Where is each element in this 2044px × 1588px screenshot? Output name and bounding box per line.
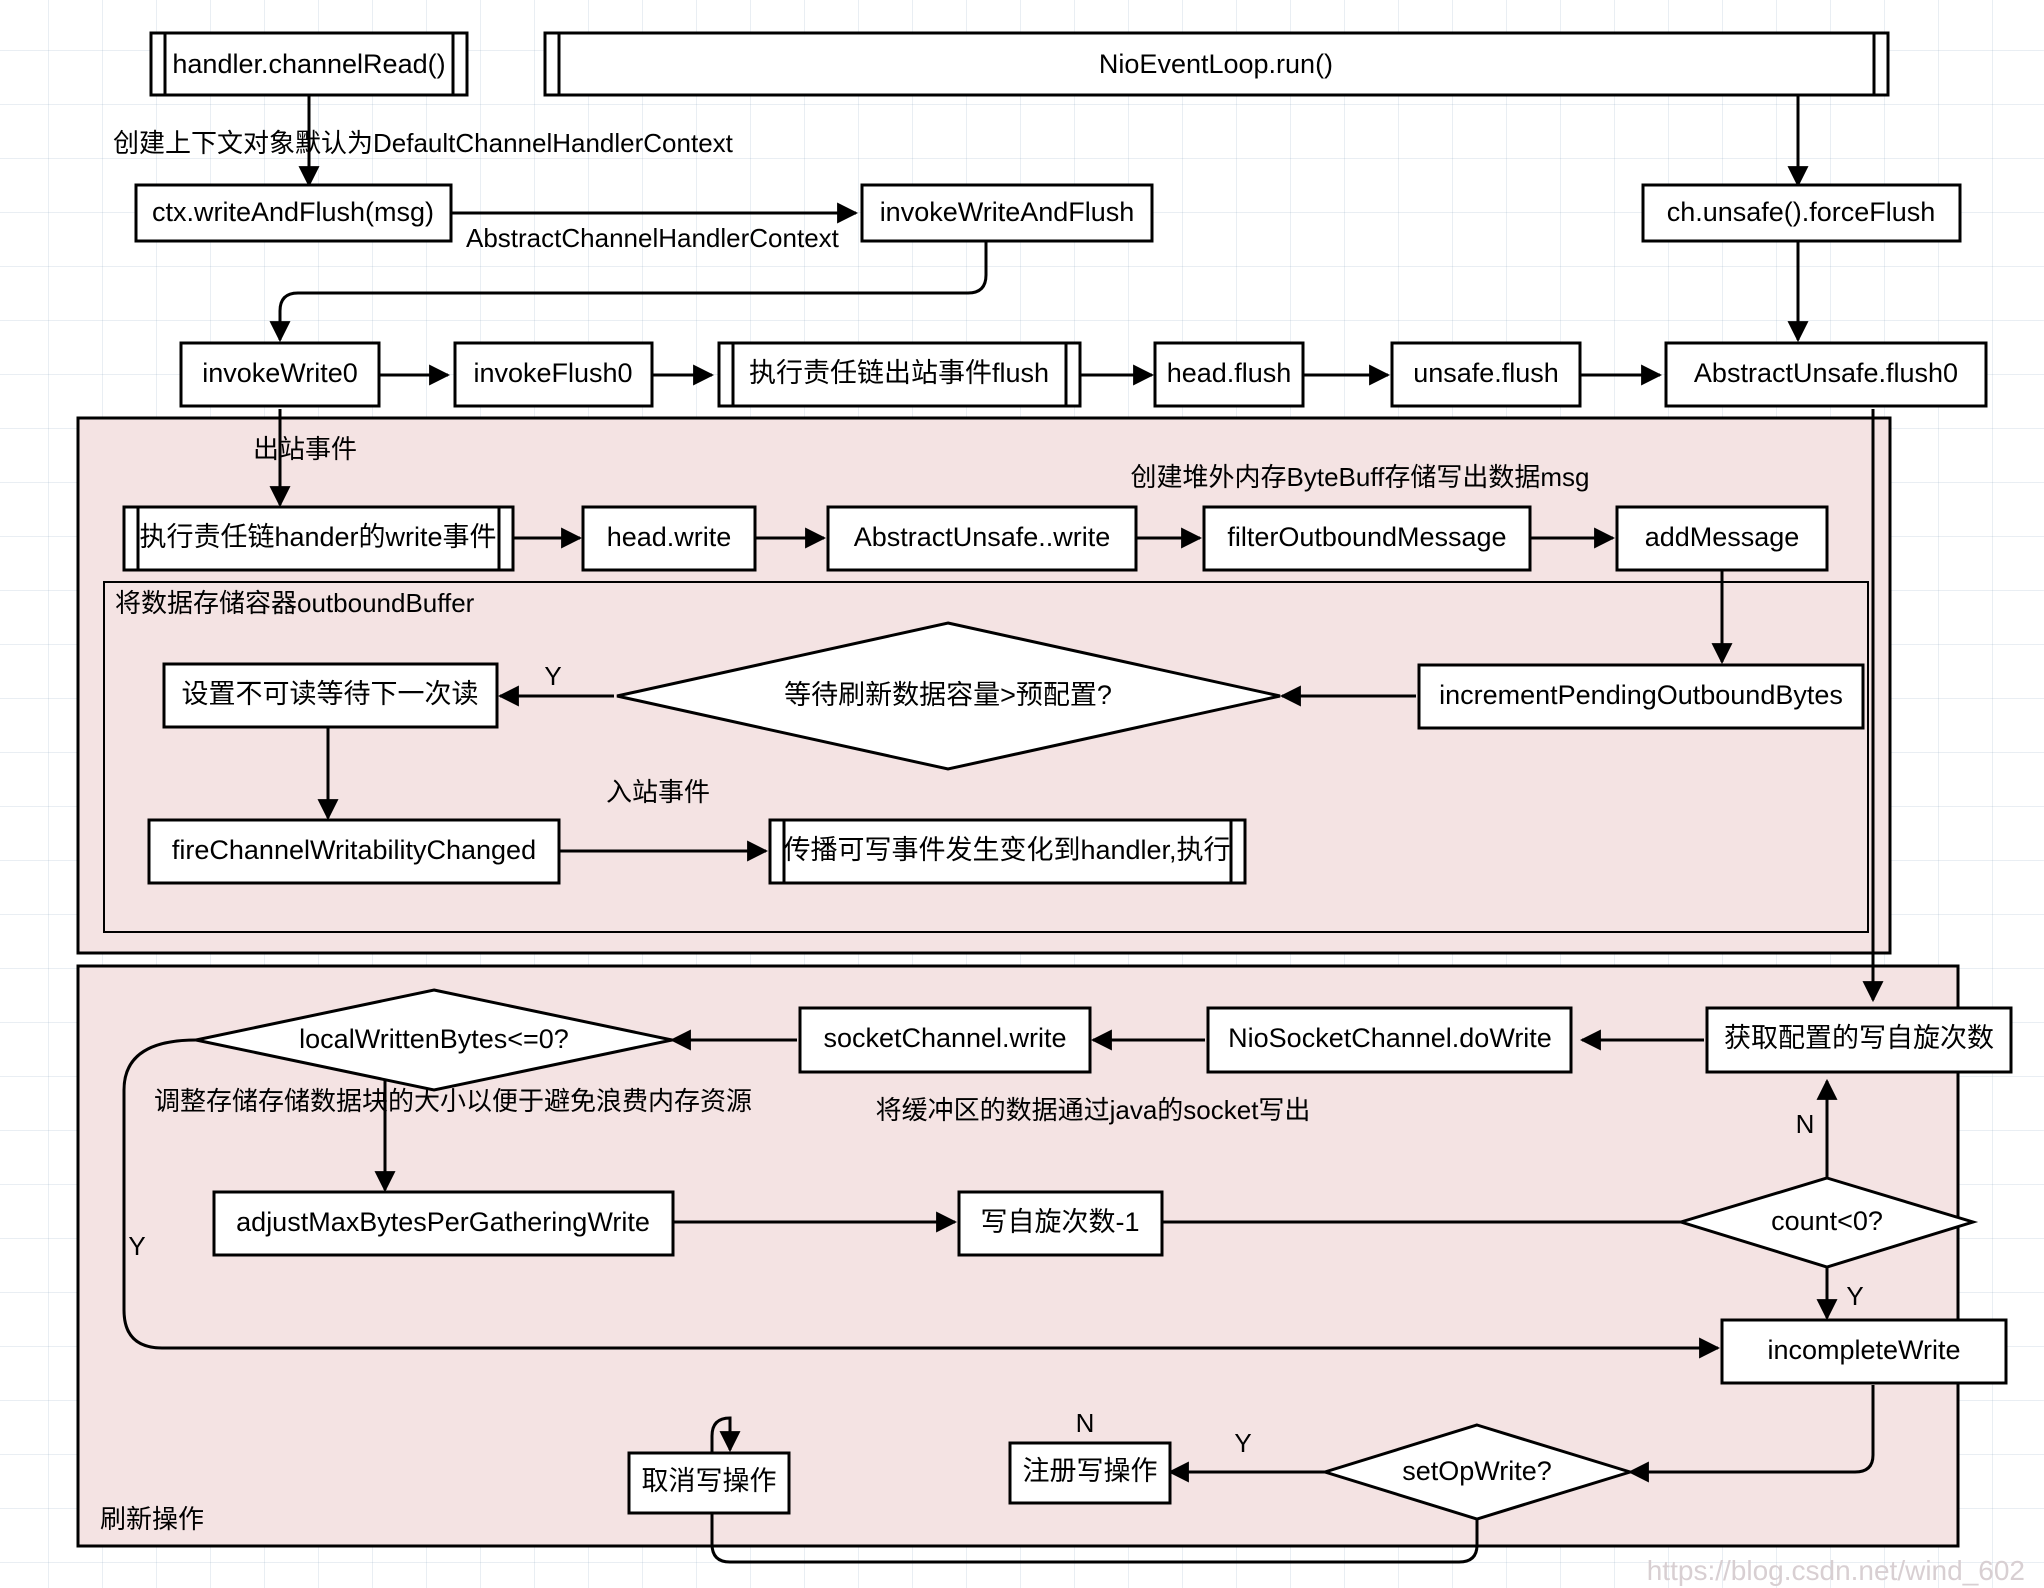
- node-get-write-spin-count[interactable]: 获取配置的写自旋次数: [1705, 1006, 2013, 1074]
- node-label: count<0?: [1771, 1206, 1883, 1236]
- node-head-flush[interactable]: head.flush: [1153, 341, 1305, 408]
- node-label: handler.channelRead(): [172, 49, 445, 79]
- node-incompletewrite[interactable]: incompleteWrite: [1720, 1318, 2008, 1385]
- group-label-flush-operation: 刷新操作: [100, 1504, 204, 1534]
- node-label: NioSocketChannel.doWrite: [1228, 1023, 1552, 1053]
- node-label: head.flush: [1167, 358, 1292, 388]
- node-label: socketChannel.write: [823, 1023, 1066, 1053]
- edge-incompletewrite-to-setopwrite: [1627, 1385, 1875, 1483]
- node-label: 执行责任链出站事件flush: [749, 358, 1049, 388]
- node-handler-channelread[interactable]: handler.channelRead(): [149, 31, 469, 97]
- node-label: 设置不可读等待下一次读: [182, 679, 479, 709]
- node-filteroutboundmessage[interactable]: filterOutboundMessage: [1202, 505, 1532, 572]
- node-label: filterOutboundMessage: [1227, 522, 1506, 552]
- node-label: 取消写操作: [642, 1466, 777, 1496]
- node-label: unsafe.flush: [1413, 358, 1559, 388]
- node-label: ctx.writeAndFlush(msg): [152, 197, 434, 227]
- node-cancel-write-op[interactable]: 取消写操作: [627, 1451, 791, 1515]
- node-nioeventloop-run[interactable]: NioEventLoop.run(): [543, 31, 1890, 97]
- node-label: incompleteWrite: [1767, 1335, 1960, 1365]
- node-label: addMessage: [1645, 522, 1800, 552]
- label-localwritten-yes: Y: [128, 1231, 145, 1261]
- node-unsafe-flush[interactable]: unsafe.flush: [1390, 341, 1582, 408]
- node-label: 写自旋次数-1: [980, 1207, 1139, 1237]
- node-label: 注册写操作: [1023, 1456, 1158, 1486]
- node-invokewriteandflush[interactable]: invokeWriteAndFlush: [860, 183, 1154, 243]
- node-wait-capacity-decision[interactable]: 等待刷新数据容量>预配置?: [616, 621, 1281, 771]
- label-default-ctx: 创建上下文对象默认为DefaultChannelHandlerContext: [113, 128, 734, 158]
- node-incrementpendingoutboundbytes[interactable]: incrementPendingOutboundBytes: [1417, 663, 1865, 730]
- node-label: 获取配置的写自旋次数: [1724, 1023, 1994, 1053]
- node-label: localWrittenBytes<=0?: [299, 1024, 569, 1054]
- edge-localwritten-yes-to-incompletewrite: [122, 1038, 1721, 1359]
- node-invokewrite0[interactable]: invokeWrite0: [179, 341, 381, 408]
- node-ctx-writeandflush[interactable]: ctx.writeAndFlush(msg): [134, 183, 453, 243]
- label-count-no: N: [1796, 1109, 1815, 1139]
- node-label: setOpWrite?: [1402, 1456, 1552, 1486]
- node-label: adjustMaxBytesPerGatheringWrite: [236, 1207, 650, 1237]
- node-label: 传播可写事件发生变化到handler,执行: [783, 835, 1230, 865]
- node-niosocketchannel-dowrite[interactable]: NioSocketChannel.doWrite: [1206, 1006, 1573, 1074]
- node-label: invokeFlush0: [473, 358, 632, 388]
- group-label-outbound-buffer: 将数据存储容器outboundBuffer: [115, 588, 475, 618]
- edge-invokewriteandflush-to-invokewrite0: [269, 241, 988, 343]
- node-label: ch.unsafe().forceFlush: [1667, 197, 1936, 227]
- node-label: head.write: [607, 522, 732, 552]
- node-socketchannel-write[interactable]: socketChannel.write: [798, 1006, 1092, 1074]
- node-label: AbstractUnsafe..write: [854, 522, 1111, 552]
- label-setopwrite-yes: Y: [1234, 1428, 1251, 1458]
- node-label: invokeWriteAndFlush: [880, 197, 1135, 227]
- node-chain-handler-write[interactable]: 执行责任链hander的write事件: [122, 505, 515, 572]
- node-label: invokeWrite0: [202, 358, 358, 388]
- node-label: fireChannelWritabilityChanged: [172, 835, 536, 865]
- label-inbound-event: 入站事件: [606, 777, 710, 807]
- node-ch-unsafe-forceflush[interactable]: ch.unsafe().forceFlush: [1641, 183, 1962, 243]
- label-setopwrite-no: N: [1076, 1408, 1095, 1438]
- node-invokeflush0[interactable]: invokeFlush0: [453, 341, 654, 408]
- node-label: NioEventLoop.run(): [1099, 49, 1333, 79]
- node-label: 等待刷新数据容量>预配置?: [784, 680, 1112, 710]
- label-outbound-event: 出站事件: [253, 434, 357, 464]
- node-adjustmaxbytes[interactable]: adjustMaxBytesPerGatheringWrite: [212, 1190, 675, 1257]
- node-firechannelwritabilitychanged[interactable]: fireChannelWritabilityChanged: [147, 818, 561, 885]
- label-adjust-note: 调整存储存储数据块的大小以便于避免浪费内存资源: [154, 1086, 752, 1116]
- node-head-write[interactable]: head.write: [581, 505, 757, 572]
- watermark: https://blog.csdn.net/wind_602: [1647, 1555, 2025, 1586]
- node-label: 执行责任链hander的write事件: [139, 522, 496, 552]
- node-label: incrementPendingOutboundBytes: [1439, 680, 1843, 710]
- label-capacity-yes: Y: [544, 661, 561, 691]
- label-abstract-ctx: AbstractChannelHandlerContext: [466, 223, 840, 253]
- group-outbound-buffer: [103, 581, 1869, 933]
- node-label: AbstractUnsafe.flush0: [1694, 358, 1958, 388]
- label-create-bytebuff: 创建堆外内存ByteBuff存储写出数据msg: [1131, 462, 1590, 492]
- node-addmessage[interactable]: addMessage: [1615, 505, 1829, 572]
- node-register-write-op[interactable]: 注册写操作: [1008, 1441, 1172, 1505]
- node-set-unreadable[interactable]: 设置不可读等待下一次读: [162, 662, 499, 729]
- node-abstractunsafe-flush0[interactable]: AbstractUnsafe.flush0: [1664, 341, 1988, 408]
- node-chain-outbound-flush[interactable]: 执行责任链出站事件flush: [717, 341, 1082, 408]
- node-abstractunsafe-write[interactable]: AbstractUnsafe..write: [826, 505, 1138, 572]
- node-propagate-writable[interactable]: 传播可写事件发生变化到handler,执行: [768, 818, 1247, 885]
- edge-setopwrite-no-to-cancel: [710, 1416, 1479, 1564]
- node-setopwrite-decision[interactable]: setOpWrite?: [1319, 1423, 1636, 1521]
- node-spin-count-minus-one[interactable]: 写自旋次数-1: [957, 1190, 1164, 1257]
- node-localwrittenbytes-decision[interactable]: localWrittenBytes<=0?: [195, 988, 673, 1092]
- label-count-yes: Y: [1846, 1281, 1863, 1311]
- label-socket-write-note: 将缓冲区的数据通过java的socket写出: [876, 1095, 1311, 1125]
- node-count-decision[interactable]: count<0?: [1675, 1176, 1979, 1269]
